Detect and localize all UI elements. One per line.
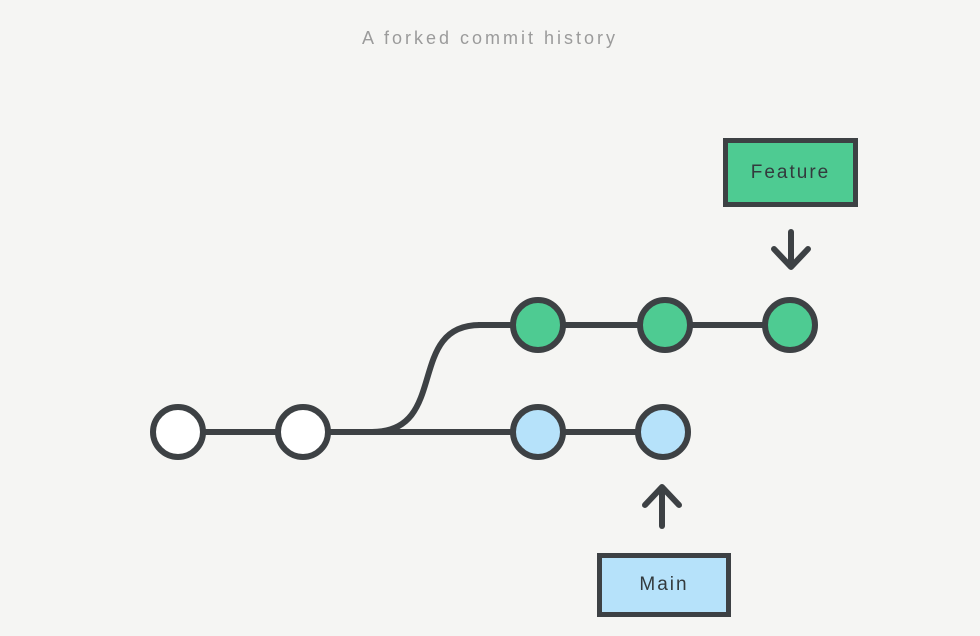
arrow-down-head bbox=[771, 246, 811, 270]
feature-branch-label: Feature bbox=[723, 138, 858, 207]
commit-node-shared-2 bbox=[275, 404, 331, 460]
commit-node-main-1 bbox=[510, 404, 566, 460]
commit-node-shared-1 bbox=[150, 404, 206, 460]
commit-node-main-2 bbox=[635, 404, 691, 460]
arrow-up-head bbox=[642, 484, 682, 508]
commit-node-feature-3 bbox=[762, 297, 818, 353]
commit-node-feature-2 bbox=[637, 297, 693, 353]
commit-node-feature-1 bbox=[510, 297, 566, 353]
arrow-down-icon bbox=[771, 229, 811, 270]
fork-curve bbox=[371, 322, 481, 435]
feature-branch-label-text: Feature bbox=[750, 161, 831, 183]
main-branch-label-text: Main bbox=[639, 574, 689, 595]
main-branch-label: Main bbox=[597, 553, 731, 617]
arrow-up-icon bbox=[642, 484, 682, 529]
diagram-title: A forked commit history bbox=[361, 28, 619, 48]
